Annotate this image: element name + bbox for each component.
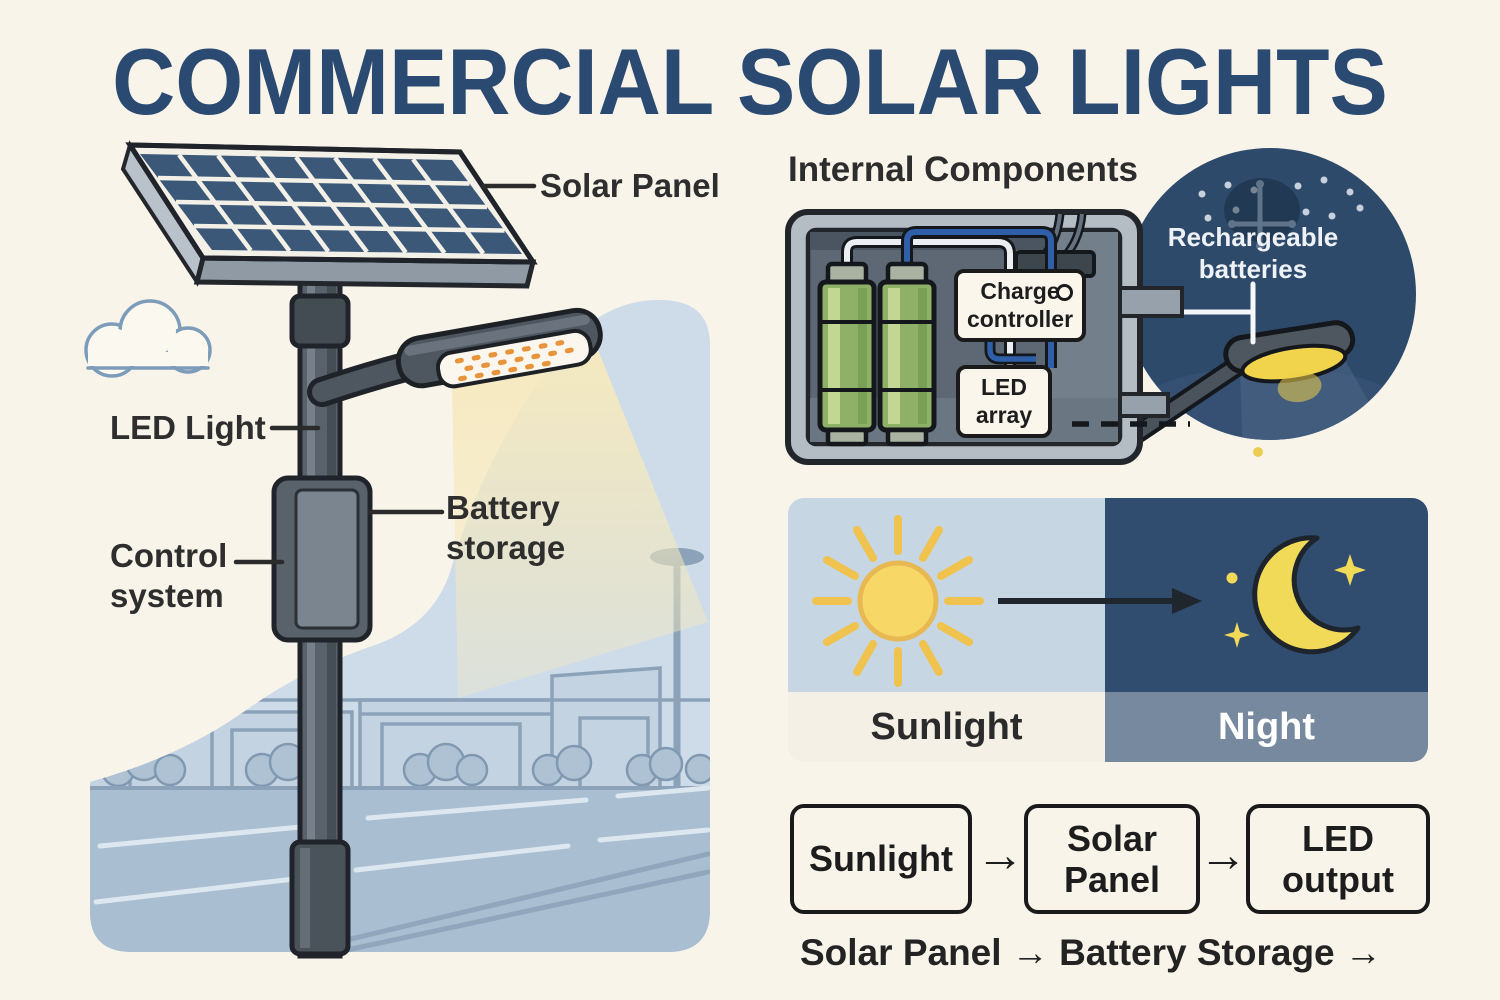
day-to-night-arrow [998, 588, 1202, 614]
pipe-to-circle-bottom [1118, 392, 1170, 418]
stars [1198, 176, 1364, 222]
flow-step-label: LED output [1282, 817, 1394, 900]
led-dots [454, 340, 574, 382]
night-lamp [1125, 320, 1356, 457]
moon-icon [1252, 535, 1361, 655]
parking-lot-scene [90, 299, 710, 953]
charge-controller-label: Charge controller [966, 278, 1074, 332]
control-system-label: Control system [110, 537, 228, 615]
flow-step-led-output: LED output [1246, 804, 1430, 914]
flow-bottom-text: Solar Panel → Battery Storage → [800, 932, 1382, 973]
indicator-ring-icon [1056, 284, 1073, 301]
pipe-to-circle-top [1118, 286, 1184, 318]
night-caption-label: Night [1217, 705, 1316, 748]
flow-step-label: Solar Panel [1063, 817, 1161, 900]
day-sky-background [788, 498, 1105, 692]
control-box [271, 475, 373, 643]
battery-cell [817, 261, 877, 447]
rechargeable-batteries-label: Rechargeable batteries [1167, 222, 1339, 284]
flow-arrow-icon: → [976, 829, 1024, 882]
led-light-label: LED Light [110, 409, 266, 446]
day-caption-strip: Sunlight [788, 692, 1105, 762]
night-inset-circle [1124, 148, 1416, 457]
night-annotation-lines [1169, 281, 1256, 345]
led-array-label: LED array [975, 374, 1033, 428]
led-light-beam [452, 350, 708, 698]
flow-step-solar-panel: Solar Panel [1024, 804, 1200, 914]
led-array-tag: LED array [956, 365, 1052, 439]
internal-components-heading: Internal Components [788, 150, 1139, 189]
night-caption-strip: Night [1105, 692, 1428, 762]
battery-cell [877, 261, 937, 447]
parking-road [90, 785, 710, 953]
flow-arrow-icon: → [1199, 829, 1247, 882]
page-title: COMMERCIAL SOLAR LIGHTS [112, 29, 1388, 134]
night-stars [1224, 554, 1366, 648]
dark-smudge-glyph [1224, 178, 1300, 250]
cloud-icon [84, 299, 212, 378]
flow-step-sunlight: Sunlight [790, 804, 972, 914]
solar-panel-label: Solar Panel [540, 167, 720, 204]
battery-storage-label: Battery storage [446, 489, 566, 567]
leader-lines [233, 183, 537, 565]
rechargeable-batteries [817, 261, 937, 447]
led-fixture [307, 307, 603, 407]
flow-step-label: Sunlight [809, 838, 953, 880]
charge-controller-tag: Charge controller [954, 269, 1086, 343]
day-caption-label: Sunlight [870, 705, 1023, 748]
solar-panel-illustration [120, 140, 538, 289]
sun-icon [812, 515, 984, 687]
